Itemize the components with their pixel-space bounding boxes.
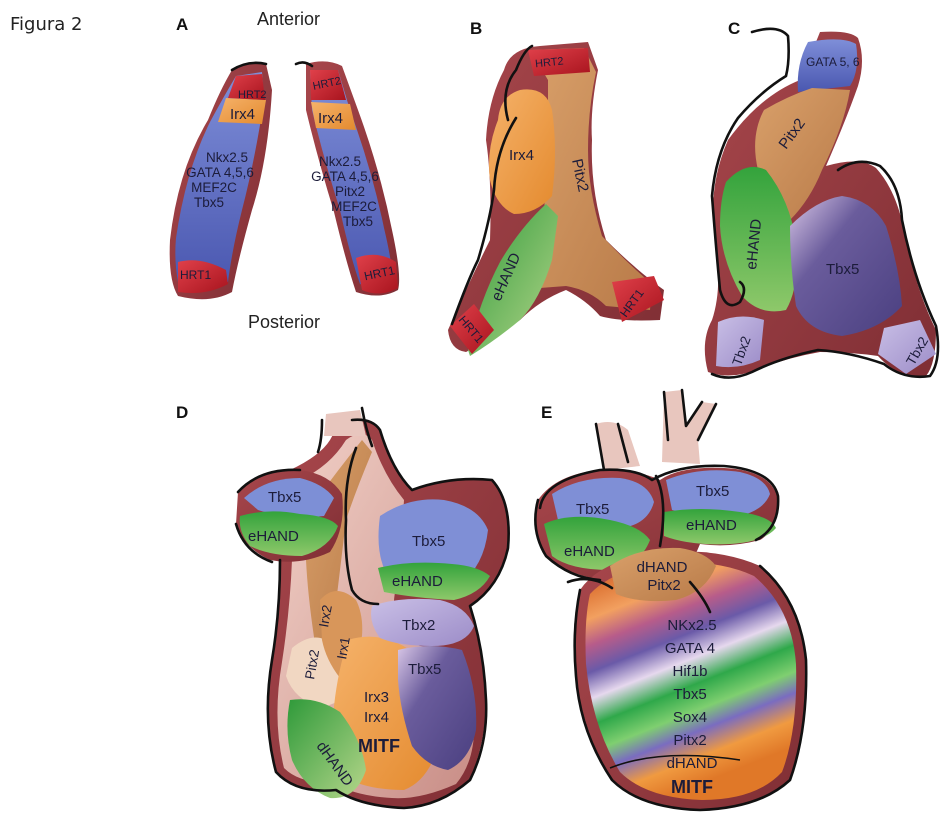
a-left-gene: Nkx2.5	[206, 150, 248, 165]
panel-c: C GATA 5, 6 Pitx2 eHAND Tbx5 Tbx2 Tbx2	[705, 19, 938, 378]
a-right-gene: Nkx2.5	[319, 154, 361, 169]
e-ehand-right: eHAND	[686, 517, 737, 534]
panel-a: A Anterior Posterior HRT2 Irx4 Nkx2.5 GA…	[170, 9, 399, 332]
panel-letter-c: C	[728, 19, 740, 38]
d-tbx5-left: Tbx5	[268, 489, 301, 506]
panel-letter-e: E	[541, 403, 552, 422]
e-ehand-left: eHAND	[564, 543, 615, 560]
c-gata: GATA 5, 6	[806, 55, 860, 69]
d-tbx5-lower: Tbx5	[408, 661, 441, 678]
a-left-gene: Tbx5	[194, 195, 224, 210]
panel-e: E Tbx5 eHAND Tbx5 eHAND dHAND Pitx2 NKx2…	[535, 390, 806, 810]
c-tbx5: Tbx5	[826, 261, 859, 278]
e-gene: Tbx5	[673, 686, 706, 703]
anterior-label: Anterior	[257, 9, 320, 29]
e-gene: Sox4	[673, 709, 707, 726]
e-mitf: MITF	[671, 777, 713, 797]
e-gene: dHAND	[667, 755, 718, 772]
a-right-gene: Pitx2	[335, 184, 365, 199]
e-tbx5-left: Tbx5	[576, 501, 609, 518]
e-dhand-top: dHAND	[637, 559, 688, 576]
figure-caption: Figura 2	[10, 14, 82, 35]
d-tbx2: Tbx2	[402, 617, 435, 634]
a-right-gene: Tbx5	[343, 214, 373, 229]
panel-letter-a: A	[176, 15, 188, 34]
d-irx4: Irx4	[364, 709, 389, 726]
d-tbx5-right: Tbx5	[412, 533, 445, 550]
posterior-label: Posterior	[248, 312, 320, 332]
e-gene: NKx2.5	[667, 617, 716, 634]
d-mitf: MITF	[358, 736, 400, 756]
d-irx3: Irx3	[364, 689, 389, 706]
a-left-hrt1: HRT1	[180, 268, 211, 282]
e-pitx2-top: Pitx2	[647, 577, 680, 594]
panel-letter-d: D	[176, 403, 188, 422]
e-gene: Hif1b	[672, 663, 707, 680]
e-gene: GATA 4	[665, 640, 715, 657]
panel-b: B HRT2 Irx4 Pitx2 eHAND HRT1 HRT1	[448, 19, 664, 356]
b-irx4: Irx4	[509, 147, 534, 164]
panel-d: D Tbx5 eHAND Tbx5 eHAND Tbx2 Tbx5 Pitx2	[176, 403, 509, 808]
d-ehand-left: eHAND	[248, 528, 299, 545]
d-ehand-right: eHAND	[392, 573, 443, 590]
panel-letter-b: B	[470, 19, 482, 38]
e-tbx5-right: Tbx5	[696, 483, 729, 500]
a-left-hrt2: HRT2	[238, 89, 267, 101]
e-gene: Pitx2	[673, 732, 706, 749]
a-left-gene: GATA 4,5,6	[186, 165, 254, 180]
tube-a-left: HRT2 Irx4 Nkx2.5 GATA 4,5,6 MEF2C Tbx5 H…	[170, 63, 272, 299]
a-left-irx4: Irx4	[230, 106, 255, 123]
a-right-gene: GATA 4,5,6	[311, 169, 379, 184]
a-right-irx4: Irx4	[318, 110, 343, 127]
tube-a-right: HRT2 Irx4 Nkx2.5 GATA 4,5,6 Pitx2 MEF2C …	[296, 61, 399, 295]
a-left-gene: MEF2C	[191, 180, 237, 195]
a-right-gene: MEF2C	[331, 199, 377, 214]
